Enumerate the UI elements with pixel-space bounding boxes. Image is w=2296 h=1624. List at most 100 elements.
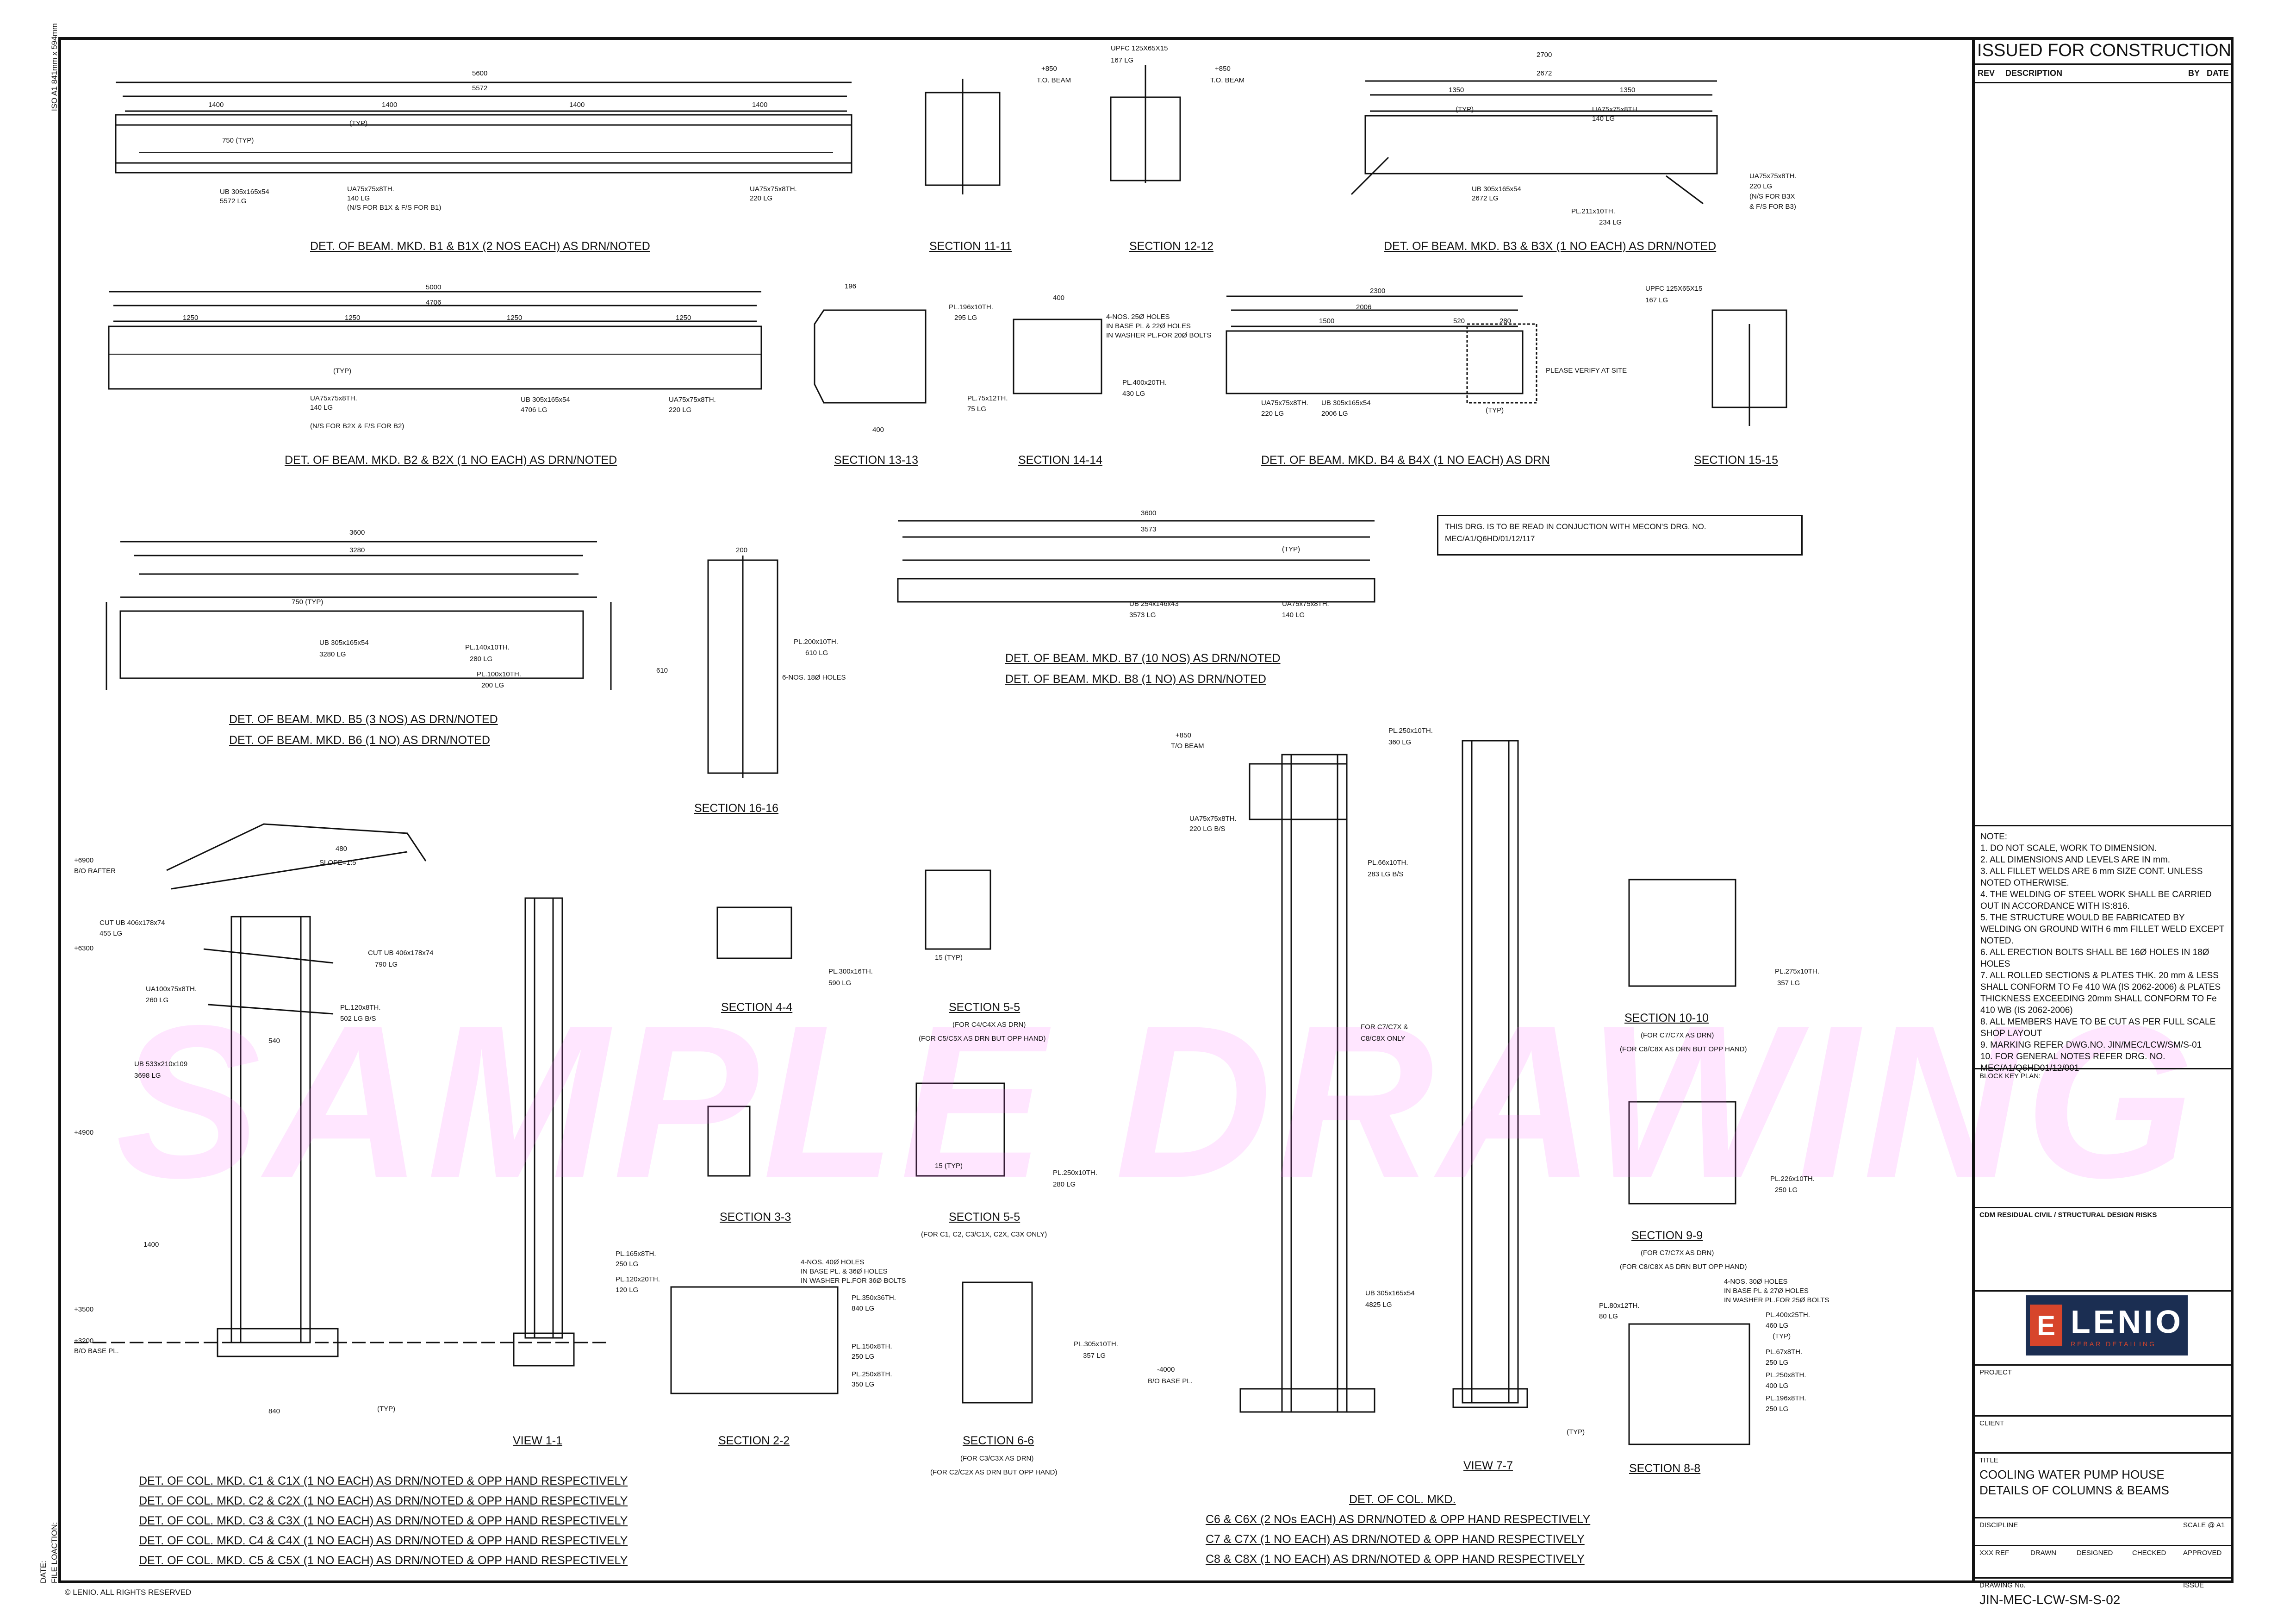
b5-pl1: PL.140x10TH. <box>465 643 510 651</box>
logo-mark-icon: E <box>2030 1305 2063 1346</box>
b1-ub-lg: 5572 LG <box>220 197 247 205</box>
caption-view-1: VIEW 1-1 <box>513 1434 562 1447</box>
title-area: TITLE COOLING WATER PUMP HOUSE DETAILS O… <box>1975 1454 2234 1518</box>
colm-pl2-lg: 283 LG B/S <box>1368 870 1404 878</box>
rev-header: REV <box>1978 69 1995 78</box>
b3-ua-lg: 140 LG <box>1592 115 1615 123</box>
section-9-note2: (FOR C8/C8X AS DRN BUT OPP HAND) <box>1620 1263 1747 1271</box>
caption-b8: DET. OF BEAM. MKD. B8 (1 NO) AS DRN/NOTE… <box>1005 673 1266 686</box>
colm-pl1: PL.250x10TH. <box>1388 727 1433 735</box>
client-label: CLIENT <box>1979 1419 2004 1427</box>
s14-pl2-lg: 430 LG <box>1122 390 1145 398</box>
b5-dim-750: 750 (TYP) <box>292 598 324 606</box>
s88-pl2: PL.400x25TH. <box>1766 1311 1810 1319</box>
note-item: 2. ALL DIMENSIONS AND LEVELS ARE IN mm. <box>1980 855 2171 865</box>
s16-pl: PL.200x10TH. <box>794 638 838 646</box>
col-cut1-lg: 455 LG <box>100 930 123 937</box>
drawing-number: JIN-MEC-LCW-SM-S-02 <box>1979 1593 2121 1607</box>
s88-holes: 4-NOS. 30Ø HOLES <box>1724 1278 1788 1286</box>
col-typ: (TYP) <box>377 1405 396 1413</box>
b2-ua2-lg: 220 LG <box>669 406 692 414</box>
s22-pl2-lg: 120 LG <box>616 1286 639 1294</box>
b3-ua: UA75x75x8TH. <box>1592 106 1639 113</box>
b3-pl: PL.211x10TH. <box>1571 207 1615 215</box>
s15-upfc: UPFC 125X65X15 <box>1645 285 1703 293</box>
colm-level-4000: -4000 <box>1157 1366 1175 1374</box>
beam-b1-outline <box>115 114 852 174</box>
caption-section-3: SECTION 3-3 <box>720 1211 791 1224</box>
s14-holes2: IN BASE PL & 22Ø HOLES <box>1106 322 1191 330</box>
s22-pl2: PL.120x20TH. <box>616 1275 660 1283</box>
caption-b7: DET. OF BEAM. MKD. B7 (10 NOS) AS DRN/NO… <box>1005 652 1281 665</box>
b3-ub-lg: 2672 LG <box>1472 194 1499 202</box>
caption-b5: DET. OF BEAM. MKD. B5 (3 NOS) AS DRN/NOT… <box>229 713 498 726</box>
b1-dim-750: 750 (TYP) <box>222 137 254 144</box>
caption-section-14: SECTION 14-14 <box>1018 454 1103 467</box>
title-block: ISSUED FOR CONSTRUCTION REV DESCRIPTION … <box>1972 37 2234 1607</box>
s88-pl5: PL.196x8TH. <box>1766 1394 1806 1402</box>
issue-status: ISSUED FOR CONSTRUCTION <box>1975 37 2234 65</box>
b7-dim-3600: 3600 <box>1141 509 1157 517</box>
s12-level: +850 <box>1215 65 1231 73</box>
s66-pl: PL.305x10TH. <box>1074 1340 1118 1348</box>
s22-pl3-lg: 840 LG <box>852 1305 875 1312</box>
b7-ua-lg: 140 LG <box>1282 611 1305 619</box>
s12-upfc: UPFC 125X65X15 <box>1111 44 1168 52</box>
logo-area: E LENIO REBAR DETAILING <box>1975 1292 2234 1366</box>
b2-ua: UA75x75x8TH. <box>310 394 357 402</box>
colm-ua: UA75x75x8TH. <box>1189 815 1237 823</box>
s22-holes: 4-NOS. 40Ø HOLES <box>801 1258 865 1266</box>
project-area: PROJECT <box>1975 1366 2234 1417</box>
s14-pl1-lg: 75 LG <box>967 405 986 413</box>
notes-list: NOTE: 1. DO NOT SCALE, WORK TO DIMENSION… <box>1975 826 2234 1079</box>
b7-dim-3573: 3573 <box>1141 525 1157 533</box>
block-key-plan: BLOCK KEY PLAN: <box>1975 1069 2234 1208</box>
b2-ub: UB 305x165x54 <box>521 396 570 404</box>
section-10-note1: (FOR C7/C7X AS DRN) <box>1641 1031 1714 1039</box>
s12-tob: T.O. BEAM <box>1210 76 1245 84</box>
b7-ub: UB 254x146x43 <box>1129 600 1179 608</box>
note-item: 3. ALL FILLET WELDS ARE 6 mm SIZE CONT. … <box>1980 867 2203 888</box>
b1-ua2: UA75x75x8TH. <box>750 185 797 193</box>
b2-dim-1250c: 1250 <box>507 314 523 322</box>
s16-holes: 6-NOS. 18Ø HOLES <box>782 674 846 681</box>
b2-dim-5000: 5000 <box>426 283 442 291</box>
b1-dim-5572: 5572 <box>472 84 488 92</box>
s88-holes2: IN BASE PL & 27Ø HOLES <box>1724 1287 1809 1295</box>
s22-holes2: IN BASE PL. & 36Ø HOLES <box>801 1268 888 1275</box>
s88-pl4: PL.250x8TH. <box>1766 1371 1806 1379</box>
caption-col-c2: DET. OF COL. MKD. C2 & C2X (1 NO EACH) A… <box>139 1494 628 1507</box>
b1-ua-note: (N/S FOR B1X & F/S FOR B1) <box>347 204 442 212</box>
revision-header: REV DESCRIPTION BY DATE <box>1975 65 2234 83</box>
s13-lg: 295 LG <box>954 314 977 322</box>
colm-for: FOR C7/C7X & <box>1361 1023 1408 1031</box>
s55a-typ: 15 (TYP) <box>935 954 963 962</box>
logo-subtext: REBAR DETAILING <box>2071 1340 2157 1348</box>
approved-label: APPROVED <box>2183 1549 2222 1557</box>
caption-col-c8: C8 & C8X (1 NO EACH) AS DRN/NOTED & OPP … <box>1206 1553 1585 1566</box>
b4-dim-1500: 1500 <box>1319 317 1335 325</box>
discipline-label: DISCIPLINE <box>1979 1521 2018 1529</box>
s55b-lg: 280 LG <box>1053 1181 1076 1188</box>
caption-section-15: SECTION 15-15 <box>1694 454 1779 467</box>
s14-holes3: IN WASHER PL.FOR 20Ø BOLTS <box>1106 331 1212 339</box>
b2-ua-lg: 140 LG <box>310 404 333 412</box>
b3-dim-2700: 2700 <box>1537 51 1552 59</box>
b5-pl1-lg: 280 LG <box>470 655 493 663</box>
col-ua: UA100x75x8TH. <box>146 985 197 993</box>
col-level-4900: +4900 <box>74 1129 94 1137</box>
s14-pl2: PL.400x20TH. <box>1122 379 1167 387</box>
note-item: 5. THE STRUCTURE WOULD BE FABRICATED BY … <box>1980 913 2225 946</box>
b4-ub-lg: 2006 LG <box>1321 410 1348 418</box>
s14-pl1: PL.75x12TH. <box>967 394 1008 402</box>
caption-section-13: SECTION 13-13 <box>834 454 919 467</box>
b3-typ: (TYP) <box>1456 106 1474 113</box>
b2-ua-note: (N/S FOR B2X & F/S FOR B2) <box>310 422 404 430</box>
col-cut1: CUT UB 406x178x74 <box>100 919 165 927</box>
s88-pl1-lg: 80 LG <box>1599 1312 1618 1320</box>
b5-pl2: PL.100x10TH. <box>477 670 521 678</box>
s22-holes3: IN WASHER PL.FOR 36Ø BOLTS <box>801 1277 906 1285</box>
drawn-label: DRAWN <box>2030 1549 2057 1557</box>
caption-section-10: SECTION 10-10 <box>1624 1012 1709 1024</box>
b1-ua2-lg: 220 LG <box>750 194 773 202</box>
